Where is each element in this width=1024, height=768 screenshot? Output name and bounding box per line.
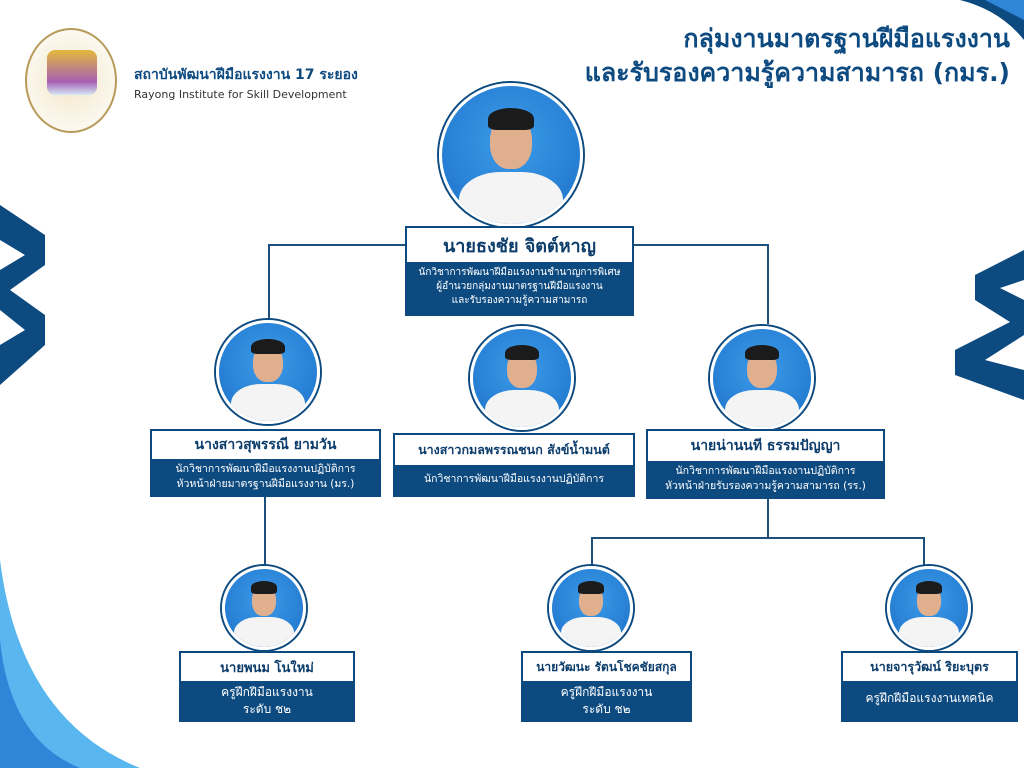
photo-left — [216, 320, 320, 424]
node-line: นักวิชาการพัฒนาฝีมือแรงงานปฏิบัติการ — [675, 465, 856, 477]
node-name: นายธงชัย จิตต์หาญ — [407, 228, 632, 262]
institute-name-en: Rayong Institute for Skill Development — [134, 88, 347, 101]
photo-b2 — [549, 566, 633, 650]
photo-center — [470, 326, 574, 430]
title-line-1: กลุ่มงานมาตรฐานฝีมือแรงงาน — [683, 24, 1010, 53]
node-line: ผู้อำนวยกลุ่มงานมาตรฐานฝีมือแรงงาน — [436, 281, 603, 292]
node-name: นางสาวสุพรรณี ยามวัน — [152, 431, 379, 459]
node-b3: นายจารุวัฒน์ ริยะบุตร ครูฝึกฝีมือแรงงานเ… — [841, 651, 1018, 722]
node-head: นายธงชัย จิตต์หาญ นักวิชาการพัฒนาฝีมือแร… — [405, 226, 634, 316]
photo-right — [710, 326, 814, 430]
page-title: กลุ่มงานมาตรฐานฝีมือแรงงาน และรับรองความ… — [585, 22, 1010, 90]
node-right: นายน่านนที ธรรมปัญญา นักวิชาการพัฒนาฝีมื… — [646, 429, 885, 499]
node-line: ครูฝึกฝีมือแรงงาน — [221, 685, 313, 699]
node-line: หัวหน้าฝ่ายมาตรฐานฝีมือแรงงาน (มร.) — [176, 478, 355, 490]
node-line: ระดับ ช๒ — [242, 702, 292, 716]
node-name: นายจารุวัฒน์ ริยะบุตร — [843, 653, 1016, 681]
connector-b2 — [591, 537, 593, 571]
node-name: นายพนม โนใหม่ — [181, 653, 353, 681]
node-b2: นายวัฒนะ รัตนโชคชัยสกุล ครูฝึกฝีมือแรงงา… — [521, 651, 692, 722]
node-name: นายน่านนที ธรรมปัญญา — [648, 431, 883, 461]
title-line-2: และรับรองความรู้ความสามารถ (กมร.) — [584, 58, 1010, 87]
node-line: และรับรองความรู้ความสามารถ — [451, 295, 588, 306]
node-name: นายวัฒนะ รัตนโชคชัยสกุล — [523, 653, 690, 681]
node-line: ครูฝึกฝีมือแรงงานเทคนิค — [865, 691, 994, 705]
node-line: ระดับ ช๒ — [582, 702, 631, 716]
node-left: นางสาวสุพรรณี ยามวัน นักวิชาการพัฒนาฝีมื… — [150, 429, 381, 497]
node-name: นางสาวกมลพรรณชนก สังข์น้ำมนต์ — [395, 435, 633, 465]
node-center: นางสาวกมลพรรณชนก สังข์น้ำมนต์ นักวิชาการ… — [393, 433, 635, 497]
photo-head — [439, 83, 583, 227]
node-line: นักวิชาการพัฒนาฝีมือแรงงานชำนาญการพิเศษ — [418, 267, 621, 278]
node-line: ครูฝึกฝีมือแรงงาน — [560, 685, 653, 699]
connector-right — [767, 244, 769, 324]
node-line: นักวิชาการพัฒนาฝีมือแรงงานปฏิบัติการ — [423, 473, 605, 485]
connector-left — [268, 244, 270, 322]
photo-b3 — [887, 566, 971, 650]
institute-logo — [25, 28, 117, 133]
connector-b3 — [923, 537, 925, 571]
connector-bottom — [591, 537, 925, 539]
logo-emblem — [47, 50, 97, 95]
node-line: หัวหน้าฝ่ายรับรองความรู้ความสามารถ (รร.) — [665, 480, 866, 492]
connector-right-down — [767, 496, 769, 538]
node-b1: นายพนม โนใหม่ ครูฝึกฝีมือแรงงาน ระดับ ช๒ — [179, 651, 355, 722]
photo-b1 — [222, 566, 306, 650]
node-line: นักวิชาการพัฒนาฝีมือแรงงานปฏิบัติการ — [175, 463, 356, 475]
institute-name-th: สถาบันพัฒนาฝีมือแรงงาน 17 ระยอง — [134, 67, 358, 83]
connector-left-down — [264, 496, 266, 572]
